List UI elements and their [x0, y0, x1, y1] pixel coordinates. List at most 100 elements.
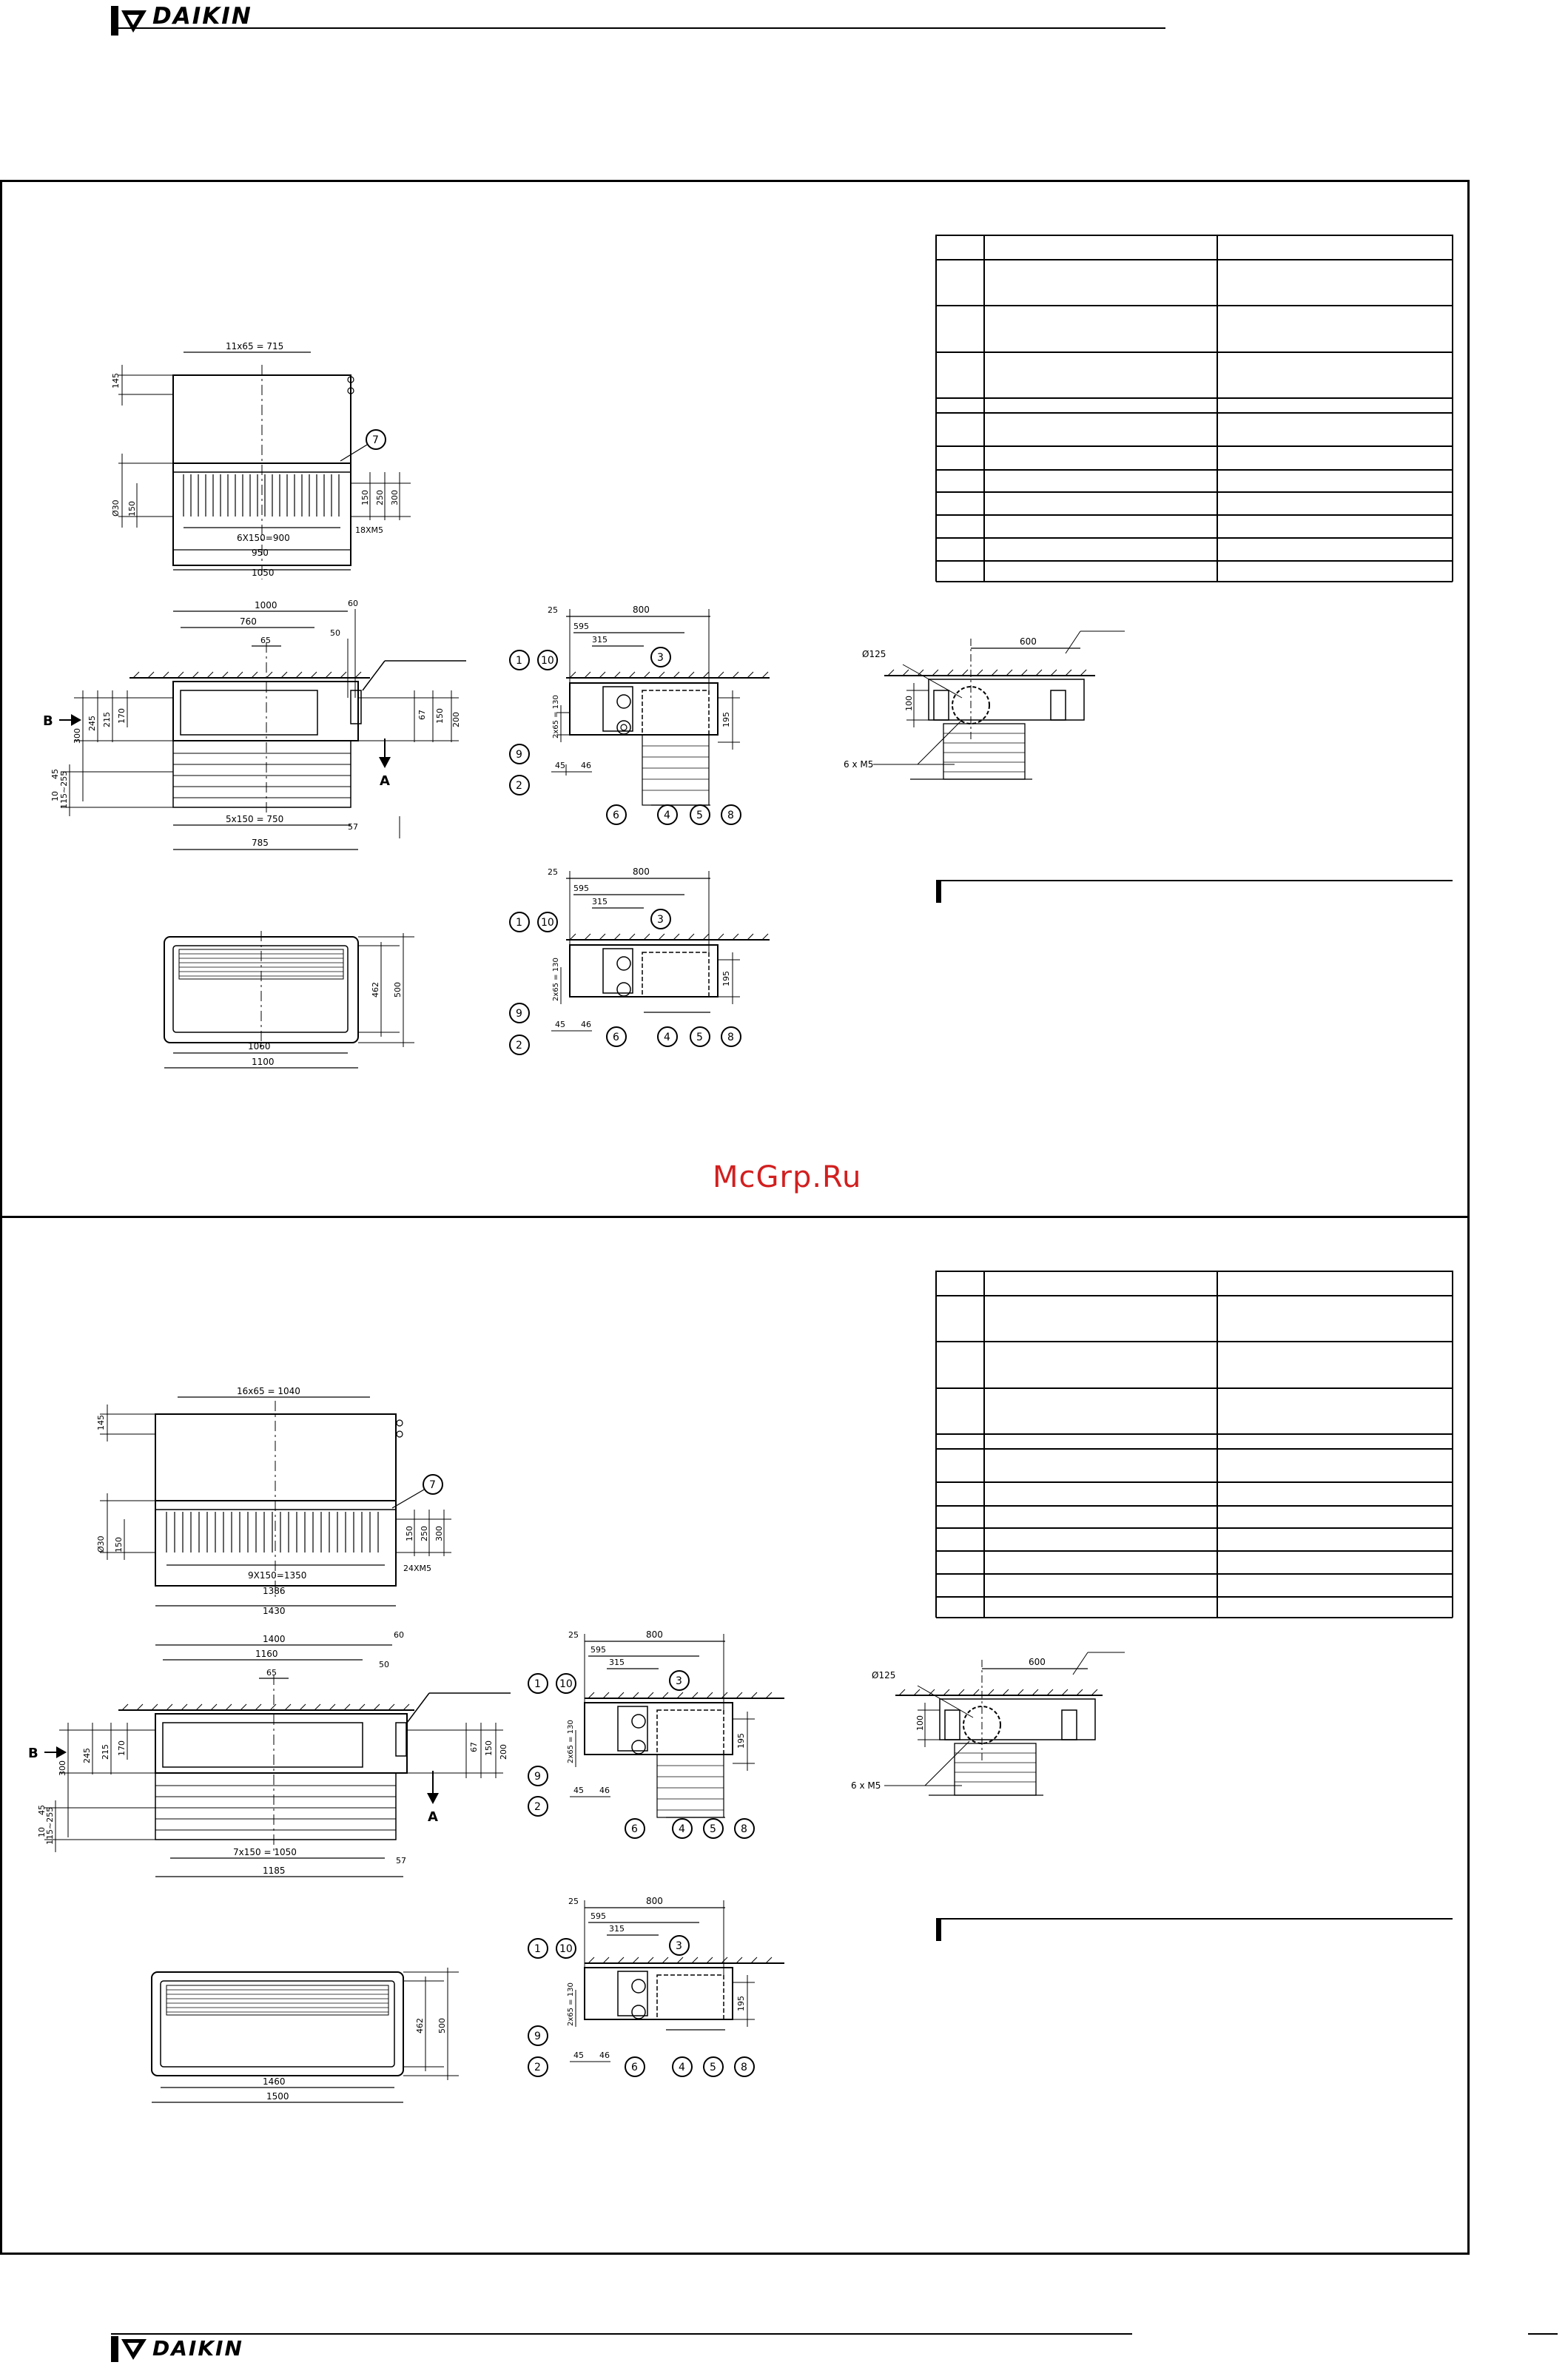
- drawing-top-panel: [59, 235, 1453, 1069]
- side-view-large: [44, 1644, 511, 1877]
- detail-view-4: [570, 1900, 784, 2062]
- l-duct-bolts: 6 x M5: [851, 1780, 881, 1791]
- side-dim-r2: 50: [330, 628, 340, 638]
- l-side-dim-57: 57: [396, 1856, 406, 1866]
- callout-2c: 2: [534, 1801, 541, 1813]
- l-plan-dim-outer: 1500: [266, 2091, 289, 2102]
- callout-1b: 1: [516, 917, 522, 929]
- watermark: McGrp.Ru: [713, 1160, 862, 1194]
- spec-table-top: [935, 235, 1453, 582]
- dim-left-h1: 145: [111, 373, 121, 388]
- dim-inner-w: 950: [252, 548, 269, 558]
- side-dim-ra: 67: [417, 710, 427, 720]
- brand-name-footer: DAIKIN: [152, 2336, 243, 2361]
- d3-dim-195: 195: [736, 1733, 746, 1749]
- l-duct-dia: Ø125: [872, 1670, 895, 1681]
- callout-10c: 10: [559, 1678, 573, 1690]
- l-side-dim-l2: 245: [82, 1748, 92, 1763]
- callout-6b: 6: [613, 1032, 619, 1043]
- l-side-dim-l7: 10: [37, 1827, 47, 1837]
- l-dim-left-h3: 150: [114, 1537, 124, 1552]
- detail2-dim-46: 46: [581, 1020, 591, 1029]
- duct-detail-large: [884, 1652, 1125, 1796]
- l-side-dim-l5: 45: [37, 1805, 47, 1815]
- d3-dim-315: 315: [609, 1658, 625, 1667]
- l-side-dim-rb: 150: [484, 1740, 494, 1756]
- dim-right-d3: 300: [390, 490, 400, 505]
- detail-dim-195: 195: [721, 712, 731, 727]
- dim-pitch: 6X150=900: [237, 533, 290, 543]
- plan-dim-inner: 1060: [248, 1041, 271, 1052]
- labels-bottom-panel: 16x65 = 1040 145 Ø30 150 150 250 300 9X1…: [28, 1386, 1046, 2102]
- l-side-dim-w1: 1400: [263, 1634, 286, 1644]
- detail2-dim-315: 315: [592, 897, 608, 906]
- d4-dim-315: 315: [609, 1924, 625, 1934]
- detail-dim-800: 800: [633, 605, 650, 615]
- d3-dim-800: 800: [646, 1629, 663, 1640]
- l-side-dim-l4: 170: [117, 1740, 127, 1756]
- callout-numbers-top: 1 10 3 9 2 6 4 5 8 1 10 3 9 2 6 4 5 8 25…: [516, 636, 1037, 1052]
- l-side-dim-r2: 50: [379, 1660, 389, 1669]
- d4-dim-195: 195: [736, 1996, 746, 2011]
- front-view-large: [100, 1396, 451, 1607]
- d3-dim-25: 25: [568, 1630, 579, 1640]
- d3-pitch-v: 2x65 = 130: [567, 1720, 575, 1763]
- footer-rule: [111, 2333, 1132, 2335]
- callout-8a: 8: [727, 810, 734, 821]
- dim-left-h2: Ø30: [111, 499, 121, 517]
- side-dim-l2: 245: [87, 716, 97, 731]
- l-side-dim-l1: 300: [58, 1760, 67, 1776]
- callout-9a: 9: [516, 749, 522, 761]
- plan-view-large: [151, 1968, 459, 2103]
- callout-numbers-bottom: 1 10 3 9 2 6 4 5 8 1 10 3 9 2 6 4 5 8: [534, 1675, 747, 2073]
- l-dim-right-d1: 150: [405, 1526, 414, 1541]
- plan-dim-outer: 1100: [252, 1057, 275, 1067]
- d4-dim-45: 45: [573, 2051, 584, 2060]
- plan-dim-h2: 500: [393, 982, 403, 998]
- detail-view-3: [570, 1634, 784, 1818]
- detail-view-2: [551, 871, 770, 1032]
- side-dim-c: 65: [260, 636, 271, 645]
- l-plan-dim-h2: 500: [437, 2018, 447, 2033]
- brand-name: DAIKIN: [152, 3, 252, 30]
- drawing-bottom-panel: [44, 1271, 1453, 2103]
- callout-3c: 3: [676, 1675, 682, 1687]
- l-dim-right-d3: 300: [434, 1526, 444, 1541]
- d4-dim-595: 595: [590, 1911, 606, 1921]
- side-dim-l7: 10: [50, 791, 60, 801]
- side-dim-l5: 45: [50, 769, 60, 779]
- side-dim-r1: 60: [348, 599, 358, 608]
- header-rule: [111, 27, 1165, 29]
- side-dim-w2: 760: [240, 616, 257, 627]
- callouts-bottom: [528, 1670, 755, 2077]
- dim-bolts: 18XM5: [355, 525, 383, 535]
- l-side-dim-pitch: 7x150 = 1050: [233, 1847, 297, 1857]
- callout-10d: 10: [559, 1943, 573, 1955]
- callout-3a: 3: [657, 652, 664, 664]
- callout-1d: 1: [534, 1943, 541, 1955]
- callout-4a: 4: [664, 810, 670, 821]
- callout-8c: 8: [741, 1823, 747, 1835]
- duct-detail: [873, 630, 1125, 780]
- callout-2d: 2: [534, 2062, 541, 2073]
- callout-6a: 6: [613, 810, 619, 821]
- callout-8b: 8: [727, 1032, 734, 1043]
- view-b-label: B: [43, 713, 53, 729]
- callout-10a: 10: [541, 655, 554, 667]
- spec-table-bottom: [935, 1271, 1453, 1618]
- l-dim-inner-w: 1386: [263, 1586, 286, 1596]
- callout-4d: 4: [679, 2062, 685, 2073]
- callout-6d: 6: [631, 2062, 638, 2073]
- callout-3b: 3: [657, 914, 664, 926]
- callout-6c: 6: [631, 1823, 638, 1835]
- callout-8d: 8: [741, 2062, 747, 2073]
- callout-5a: 5: [696, 810, 703, 821]
- daikin-logo-icon: [111, 6, 149, 36]
- l-view-b-label: B: [28, 1746, 38, 1761]
- detail2-dim-45: 45: [555, 1020, 565, 1029]
- detail2-pitch-v: 2x65 = 130: [552, 958, 560, 1001]
- duct-w: 600: [1020, 636, 1037, 647]
- callout-4c: 4: [679, 1823, 685, 1835]
- callout-9d: 9: [534, 2031, 541, 2042]
- callout-1c: 1: [534, 1678, 541, 1690]
